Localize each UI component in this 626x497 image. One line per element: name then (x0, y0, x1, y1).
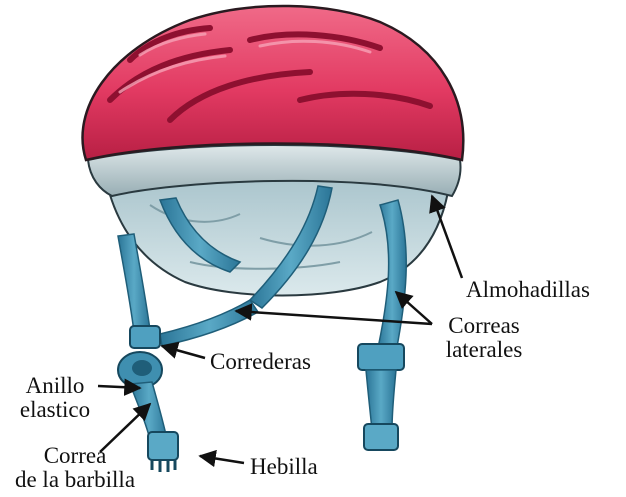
label-anillo-elastico-line1: Anillo (8, 374, 102, 398)
label-almohadillas: Almohadillas (466, 278, 590, 302)
right-buckle (364, 424, 398, 450)
arrow-almohadillas (432, 196, 462, 278)
buckle (148, 432, 178, 460)
label-hebilla: Hebilla (250, 455, 318, 479)
right-slider (358, 344, 404, 370)
label-correa-barbilla-line1: Correa (10, 444, 140, 468)
label-anillo-elastico-line2: elastico (8, 398, 102, 422)
label-correa-barbilla-line2: de la barbilla (10, 468, 140, 492)
strap-slider (130, 326, 160, 348)
label-correderas: Correderas (210, 350, 311, 374)
side-strap-front (160, 300, 258, 346)
label-correas-laterales-line1: Correas (430, 314, 538, 338)
helmet-shell (83, 6, 464, 160)
arrow-hebilla (200, 456, 244, 463)
arrow-correderas (162, 346, 205, 358)
label-correas-laterales-line2: laterales (430, 338, 538, 362)
